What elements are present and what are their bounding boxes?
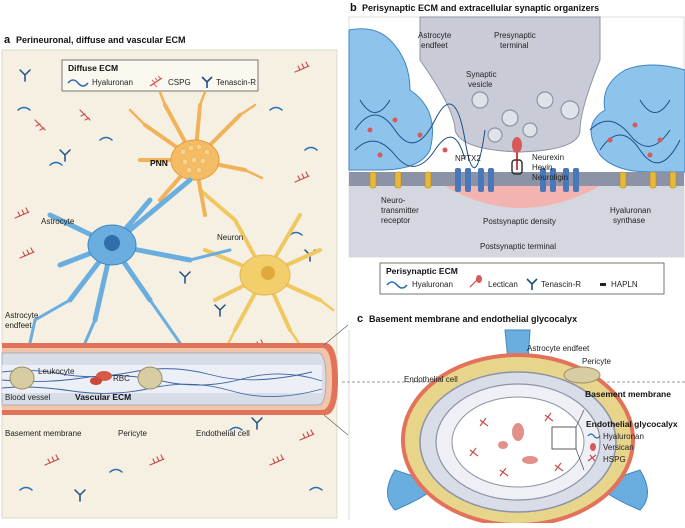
cspg-icon	[149, 75, 163, 88]
panel-a: a Perineuronal, diffuse and vascular ECM…	[1, 34, 685, 519]
legend-lectican-icon	[469, 275, 482, 288]
label-astrocyte-endfeet-1: Astrocyte	[5, 311, 39, 320]
glycocalyx-legend-title: Endothelial glycocalyx	[586, 419, 678, 429]
diffuse-ecm-legend: Diffuse ECM Hyaluronan CSPG Tenascin-R	[61, 59, 259, 92]
neurexin-neuroligin	[511, 137, 523, 175]
label-presynaptic-1: Presynaptic	[494, 31, 536, 40]
label-c-endothelial-cell: Endothelial cell	[404, 375, 458, 384]
panel-c-hspg	[469, 412, 564, 477]
postsynaptic-density	[445, 186, 600, 208]
label-endothelial-cell: Endothelial cell	[196, 429, 250, 438]
panel-c-pericyte	[563, 366, 601, 384]
legend-cspg: CSPG	[168, 78, 191, 87]
label-neuroligin: Neuroligin	[532, 173, 568, 182]
pnn-neuron	[128, 90, 264, 217]
perisynaptic-lecticans	[367, 117, 663, 158]
label-postsynaptic-terminal: Postsynaptic terminal	[480, 242, 556, 251]
panel-c-zoom-box	[551, 426, 577, 450]
legend-tenascin: Tenascin-R	[216, 78, 256, 87]
panel-a-letter: a	[4, 34, 11, 46]
panel-c-letter: c	[357, 313, 363, 325]
label-neurotransmitter-3: receptor	[381, 216, 411, 225]
label-b-astrocyte-endfeet-2: endfeet	[421, 41, 448, 50]
panel-b-letter: b	[350, 2, 357, 14]
legend-hyaluronan-icon	[386, 281, 408, 289]
neurotransmitter-receptors	[455, 168, 579, 192]
label-pnn: PNN	[150, 158, 168, 168]
label-rbc: RBC	[113, 374, 130, 383]
perisynaptic-legend-tenascin: Tenascin-R	[541, 280, 581, 289]
glycocalyx-hspg-icon	[587, 454, 597, 462]
endothelial-glycocalyx-legend: Endothelial glycocalyx Hyaluronan Versic…	[586, 419, 678, 464]
hyaluronan-icon	[67, 79, 89, 87]
glycocalyx-legend-hyaluronan: Hyaluronan	[603, 432, 644, 441]
label-astrocyte: Astrocyte	[41, 217, 75, 226]
astrocyte-endfoot-right	[590, 64, 685, 173]
panel-c-zoom-lines	[575, 409, 585, 471]
astrocyte-endfoot-left	[348, 28, 433, 171]
label-presynaptic-2: terminal	[500, 41, 529, 50]
leukocyte-cell	[9, 366, 35, 390]
label-c-astrocyte-endfeet: Astrocyte endfeet	[527, 344, 590, 353]
hyaluronan-synthases	[369, 171, 677, 189]
panel-b: b Perisynaptic ECM and extracellular syn…	[348, 2, 685, 295]
label-nptx2: NPTX2	[455, 154, 481, 163]
glycocalyx-legend-hspg: HSPG	[603, 455, 626, 464]
neuron-cell	[198, 188, 335, 352]
label-hyaluronan-synthase-2: synthase	[613, 216, 646, 225]
panel-c-lumen	[451, 396, 585, 488]
legend-hapln-icon	[600, 283, 606, 286]
label-c-pericyte: Pericyte	[582, 357, 611, 366]
tenascin-icon	[201, 76, 213, 88]
label-c-basement-membrane: Basement membrane	[585, 389, 671, 399]
glycocalyx-versican-icon	[590, 443, 596, 451]
legend-tenascin-icon	[526, 278, 538, 290]
label-neurotransmitter-2: transmitter	[381, 206, 419, 215]
label-neurotransmitter-1: Neuro-	[381, 196, 406, 205]
label-b-astrocyte-endfeet-1: Astrocyte	[418, 31, 452, 40]
label-blood-vessel: Blood vessel	[5, 393, 51, 402]
glycocalyx-legend-versican: Versican	[603, 443, 634, 452]
label-leukocyte: Leukocyte	[38, 367, 75, 376]
perisynaptic-legend-lectican: Lectican	[488, 280, 518, 289]
panel-c-title: Basement membrane and endothelial glycoc…	[369, 314, 577, 324]
label-neurexin: Neurexin	[532, 153, 564, 162]
label-neuron: Neuron	[217, 233, 243, 242]
label-pericyte: Pericyte	[118, 429, 147, 438]
perisynaptic-hyaluronan	[354, 99, 681, 168]
perisynaptic-legend-hyaluronan: Hyaluronan	[412, 280, 453, 289]
legend-title: Diffuse ECM	[68, 63, 118, 73]
astrocyte-cell	[28, 177, 232, 345]
legend-hyaluronan: Hyaluronan	[92, 78, 133, 87]
label-vascular-ecm: Vascular ECM	[75, 392, 131, 402]
perisynaptic-legend-box	[379, 262, 665, 295]
label-synaptic-vesicle-1: Synaptic	[466, 70, 497, 79]
label-astrocyte-endfeet-2: endfeet	[5, 321, 32, 330]
label-synaptic-vesicle-2: vesicle	[468, 80, 493, 89]
postsynaptic-membrane	[349, 172, 684, 186]
panel-b-title: Perisynaptic ECM and extracellular synap…	[362, 3, 599, 13]
synaptic-vesicles	[471, 91, 580, 143]
perisynaptic-legend-hapln: HAPLN	[611, 280, 638, 289]
presynaptic-terminal	[419, 16, 601, 153]
perisynaptic-legend: Perisynaptic ECM Hyaluronan Lectican Ten…	[379, 262, 665, 295]
label-basement-membrane: Basement membrane	[5, 429, 82, 438]
blood-vessel	[1, 324, 349, 436]
panel-c: c Basement membrane and endothelial glyc…	[348, 313, 678, 527]
glycocalyx-hyaluronan-icon	[587, 433, 601, 439]
label-postsynaptic-density: Postsynaptic density	[483, 217, 556, 226]
panel-c-rbcs	[498, 423, 538, 464]
label-hevin: Hevin	[532, 163, 552, 172]
panel-a-title: Perineuronal, diffuse and vascular ECM	[16, 35, 186, 45]
leukocyte-cell-2	[137, 366, 163, 390]
label-hyaluronan-synthase-1: Hyaluronan	[610, 206, 651, 215]
perisynaptic-legend-title: Perisynaptic ECM	[386, 266, 458, 276]
legend-box	[61, 59, 259, 92]
